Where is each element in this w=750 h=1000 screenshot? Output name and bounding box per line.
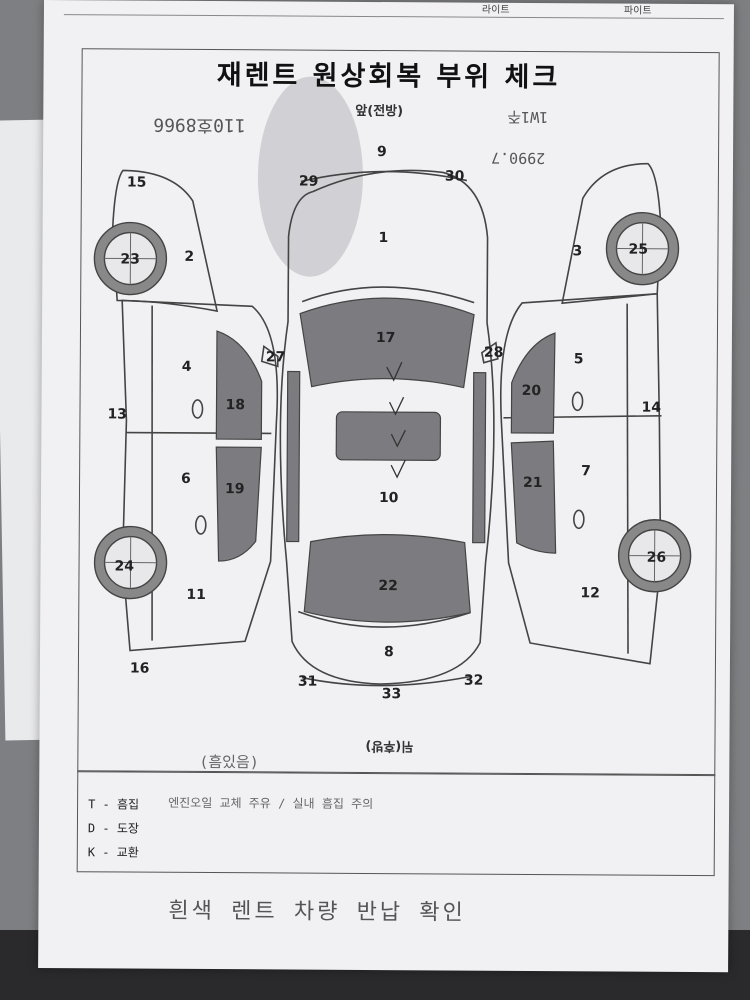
- top-view-hood-line: [301, 286, 475, 304]
- part-30: 30: [444, 168, 465, 185]
- part-12: 12: [580, 585, 600, 602]
- top-view-trunk-line: [297, 610, 471, 628]
- right-front-window: [510, 332, 556, 434]
- sunroof: [335, 411, 442, 461]
- part-9: 9: [377, 144, 387, 161]
- handwritten-plate: 110호8966: [153, 113, 246, 136]
- left-side-body: [121, 299, 279, 652]
- part-20: 20: [521, 382, 542, 400]
- part-16: 16: [129, 660, 150, 677]
- right-rear-window: [510, 440, 557, 554]
- legend-t-handwritten-note: 엔진오일 교체 주유 / 실내 흠집 주의: [168, 795, 374, 812]
- front-bumper: [300, 170, 468, 183]
- part-18: 18: [225, 397, 246, 414]
- rear-bumper: [301, 675, 471, 687]
- part-13: 13: [107, 406, 128, 423]
- part-4: 4: [181, 358, 192, 375]
- part-31: 31: [297, 673, 318, 690]
- part-23: 23: [120, 251, 140, 268]
- legend-t: T - 흠집: [88, 797, 140, 812]
- part-21: 21: [523, 474, 543, 492]
- car-diagram: [93, 162, 692, 687]
- left-front-window: [215, 330, 263, 440]
- part-26: 26: [646, 549, 667, 566]
- part-6: 6: [181, 470, 191, 487]
- part-10: 10: [378, 490, 399, 507]
- part-25: 25: [628, 241, 649, 258]
- part-22: 22: [378, 578, 398, 595]
- windshield: [299, 297, 475, 389]
- part-7: 7: [581, 463, 591, 480]
- right-pillar-glass: [472, 372, 487, 544]
- part-32: 32: [463, 672, 484, 689]
- part-27: 27: [265, 349, 286, 366]
- part-11: 11: [186, 586, 206, 603]
- part-8: 8: [383, 644, 394, 661]
- handwritten-note-top-right: 1W1주: [507, 107, 549, 127]
- left-rear-window: [215, 446, 262, 562]
- right-side-body: [499, 292, 662, 665]
- rear-window: [303, 534, 471, 623]
- part-29: 29: [298, 173, 319, 190]
- legend-box: T - 흠집 엔진오일 교체 주유 / 실내 흠집 주의 D - 도장 K - …: [76, 770, 716, 877]
- part-3: 3: [572, 243, 583, 260]
- part-2: 2: [184, 248, 195, 265]
- part-15: 15: [126, 174, 147, 191]
- part-24: 24: [114, 558, 135, 575]
- right-front-fender: [561, 162, 662, 305]
- part-33: 33: [381, 686, 402, 703]
- inspection-sheet: 라이트 파이트 재렌트 원상회복 부위 체크 앞(전방) 뒤(후방): [38, 0, 734, 973]
- left-pillar-glass: [286, 370, 301, 543]
- part-5: 5: [573, 351, 584, 368]
- left-front-fender: [111, 169, 219, 313]
- handwritten-check-marks: [386, 361, 406, 479]
- handwritten-rear-note: (흠있음): [199, 752, 259, 772]
- part-19: 19: [224, 481, 245, 498]
- legend-d: D - 도장: [87, 821, 139, 836]
- part-1: 1: [378, 230, 389, 247]
- bottom-handwritten-note: 흰색 렌트 차량 반납 확인: [168, 898, 466, 926]
- handwritten-mileage: 2990.7: [490, 148, 546, 168]
- part-14: 14: [641, 399, 662, 416]
- part-28: 28: [483, 344, 504, 361]
- legend-k: K - 교환: [87, 845, 139, 860]
- part-17: 17: [375, 330, 396, 347]
